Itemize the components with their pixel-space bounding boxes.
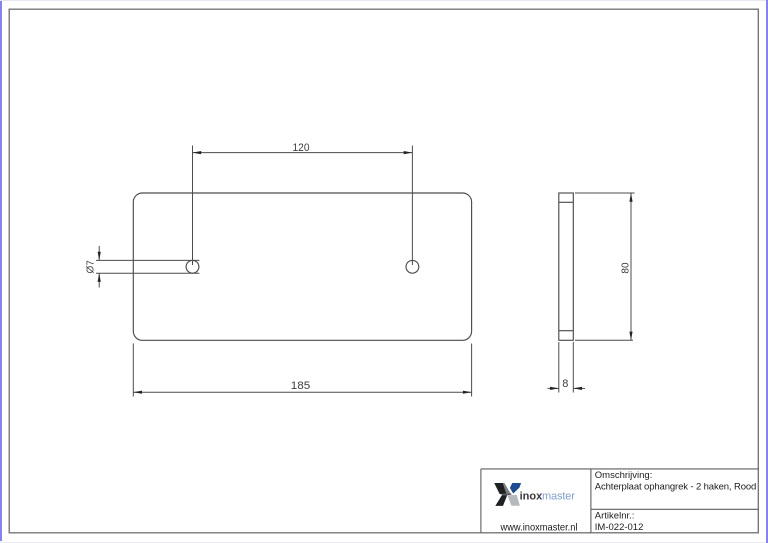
svg-text:120: 120 bbox=[293, 142, 310, 154]
svg-text:Achterplaat ophangrek - 2 hake: Achterplaat ophangrek - 2 haken, Rood bbox=[595, 482, 756, 493]
svg-text:8: 8 bbox=[562, 378, 568, 390]
svg-text:Artikelnr.:: Artikelnr.: bbox=[595, 511, 635, 522]
svg-text:80: 80 bbox=[621, 262, 632, 274]
svg-text:Ø7: Ø7 bbox=[86, 260, 97, 274]
svg-text:Omschrijving:: Omschrijving: bbox=[595, 470, 653, 481]
svg-text:inox: inox bbox=[520, 491, 543, 503]
svg-text:185: 185 bbox=[291, 380, 311, 392]
svg-text:master: master bbox=[542, 491, 575, 503]
svg-text:IM-022-012: IM-022-012 bbox=[595, 522, 644, 533]
svg-text:www.inoxmaster.nl: www.inoxmaster.nl bbox=[500, 523, 578, 534]
